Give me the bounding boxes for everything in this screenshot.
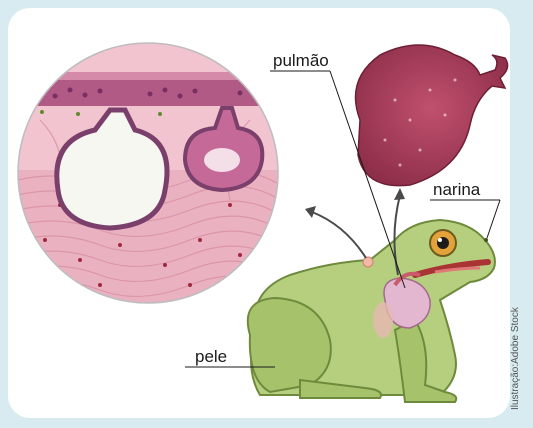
image-credit: Ilustração:Adobe Stock (510, 307, 521, 410)
narina-leader-line (487, 200, 500, 238)
arrow-to-skin-detail (305, 206, 366, 258)
label-pele: pele (195, 348, 227, 365)
label-pulmao: pulmão (273, 52, 329, 69)
frog-illustration (248, 220, 495, 402)
label-narina: narina (433, 181, 480, 198)
skin-tissue-magnification (18, 43, 280, 310)
lung-illustration (356, 45, 508, 186)
